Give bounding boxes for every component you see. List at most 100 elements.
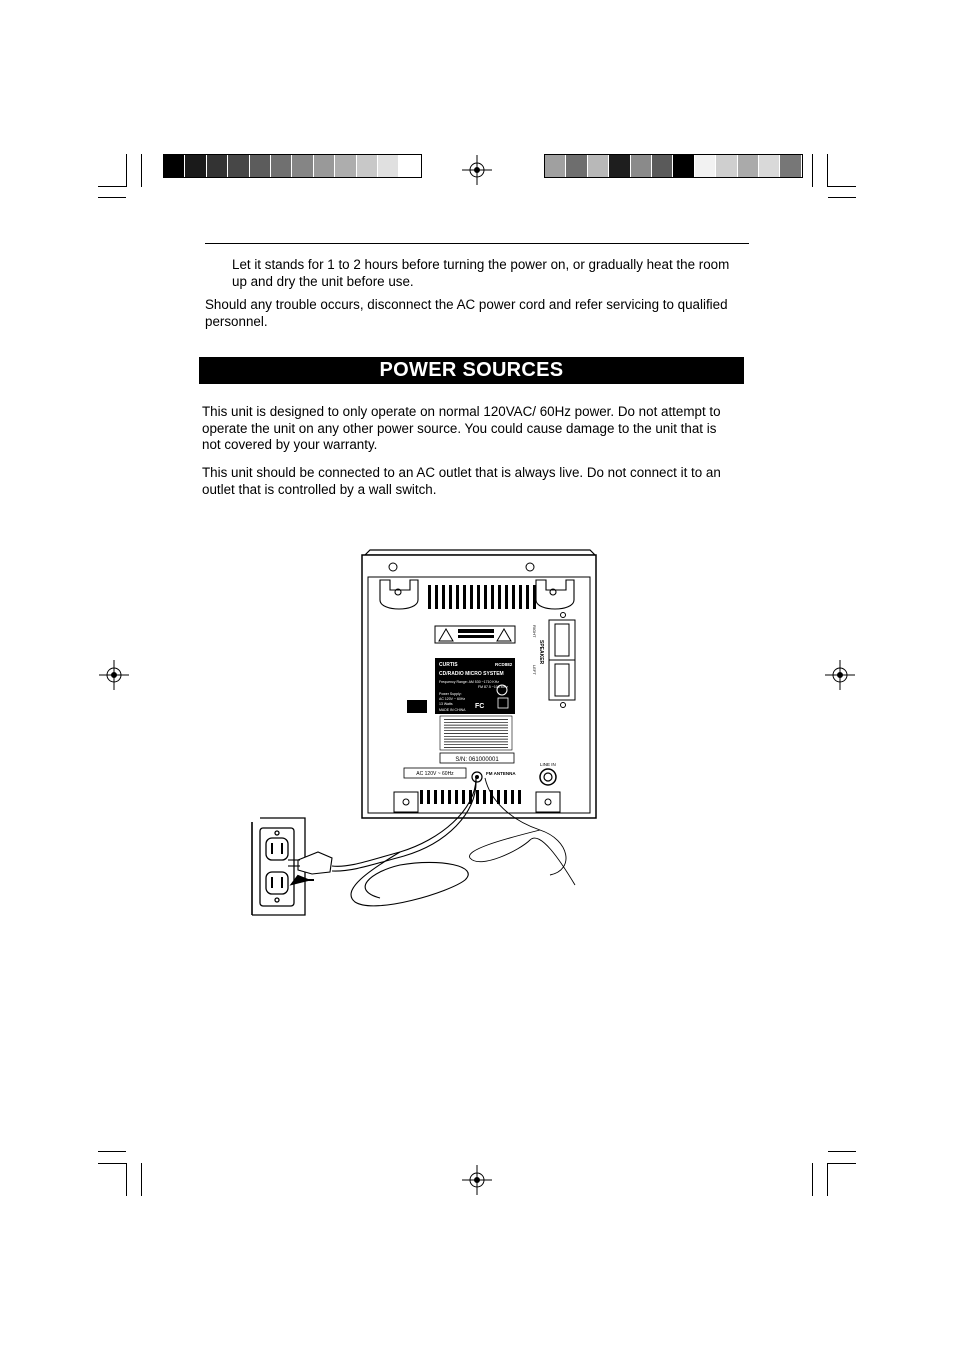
vent-slot [435,585,438,609]
text-line: outlet that is controlled by a wall swit… [202,481,437,497]
insert-arrow-icon [289,874,314,886]
vent-slot [505,585,508,609]
label-brand: CURTIS [439,662,458,668]
vent-slot [442,585,445,609]
trouble-paragraph: Should any trouble occurs, disconnect th… [205,297,728,330]
text-line: operate the unit on any other power sour… [202,420,717,436]
vent-slot [456,585,459,609]
text-line: personnel. [205,313,268,329]
text-line: Let it stands for 1 to 2 hours before tu… [232,257,730,272]
side-badge-icon [407,700,427,713]
power-paragraph-2: This unit should be connected to an AC o… [202,465,721,498]
power-plug-icon [288,851,333,875]
color-calibration-bar-left [163,154,422,178]
color-swatch [335,155,357,177]
screw-icon [388,562,398,572]
color-calibration-bar-right [544,154,803,178]
label-made: MADE IN CHINA [439,708,466,712]
color-swatch [206,155,229,177]
vent-slot [434,790,437,804]
caution-label [434,625,516,644]
vent-slot [484,585,487,609]
intro-paragraph: Let it stands for 1 to 2 hours before tu… [232,257,729,290]
vent-slot [427,790,430,804]
label-watts: 13 Watts [439,702,453,706]
color-swatch [780,155,802,177]
vent-slot [483,790,486,804]
power-cord [331,777,477,907]
ul-mark-icon [496,684,508,696]
color-swatch [651,155,674,177]
rating-label [435,658,515,714]
color-swatch [566,155,588,177]
color-swatch [609,155,631,177]
speaker-left-label: LEFT [532,665,537,675]
vent-slot [491,585,494,609]
vent-slot [533,585,536,609]
vent-slot [455,790,458,804]
vent-slot [504,790,507,804]
serial-number-box [439,752,515,764]
vent-slot [428,585,431,609]
vent-slot [490,790,493,804]
fm-antenna-label: FM ANTENNA [486,771,516,776]
label-freq-1: Frequency Range: AM 530 ~1710 KHz [439,680,499,684]
color-swatch [377,155,400,177]
vent-slots [428,585,536,609]
vent-slot [518,790,521,804]
vent-slot [462,790,465,804]
vent-slot [519,585,522,609]
serial-number: S/N: 061000001 [455,757,499,763]
antenna-wire [469,777,576,886]
speaker-label: SPEAKER [538,640,544,665]
color-swatch [356,155,378,177]
power-paragraph-1: This unit is designed to only operate on… [202,404,721,454]
label-power-rating: AC 120V ~ 60Hz [439,697,465,701]
vent-slot [420,790,423,804]
vent-slot [498,585,501,609]
vent-slot [497,790,500,804]
vent-slot [511,790,514,804]
vent-slot [463,585,466,609]
text-line: up and dry the unit before use. [232,273,414,289]
color-swatch [737,155,759,177]
text-line: not covered by your warranty. [202,437,378,452]
ac-rating-label: AC 120V ~ 60Hz [416,771,454,777]
registration-target-icon [99,660,129,690]
screw-icon [525,562,535,572]
registration-target-icon [462,1165,492,1195]
vent-slot [512,585,515,609]
vent-slot [469,790,472,804]
vent-slot [526,585,529,609]
ac-rating-box [403,767,467,779]
vent-slot [449,585,452,609]
color-swatch [716,155,738,177]
color-swatch [694,155,717,177]
vent-slot [470,585,473,609]
color-swatch [758,155,781,177]
color-swatch [399,155,421,177]
color-swatch [185,155,207,177]
warning-text-block [439,715,513,751]
power-connection-illustration: CURTIS RCD882 CD/RADIO MICRO SYSTEM Freq… [251,549,597,916]
fcc-mark: FC [475,703,484,710]
vent-slot [448,790,451,804]
speaker-right-label: RIGHT [532,625,537,638]
top-rule [205,243,749,244]
wall-outlet [251,817,306,916]
label-model: RCD882 [495,662,513,667]
vent-slot [476,790,479,804]
text-line: This unit should be connected to an AC o… [202,465,721,480]
color-swatch [587,155,610,177]
vent-slot [477,585,480,609]
color-swatch [292,155,314,177]
line-in-jack-icon [539,768,557,786]
section-title: POWER SOURCES [199,357,744,384]
label-freq-2: FM 87.5 ~108 MHz [478,685,508,689]
label-power-title: Power Supply: [439,692,462,696]
label-product: CD/RADIO MICRO SYSTEM [439,671,504,677]
color-swatch [545,155,567,177]
text-line: This unit is designed to only operate on… [202,404,721,419]
registration-target-icon [825,660,855,690]
